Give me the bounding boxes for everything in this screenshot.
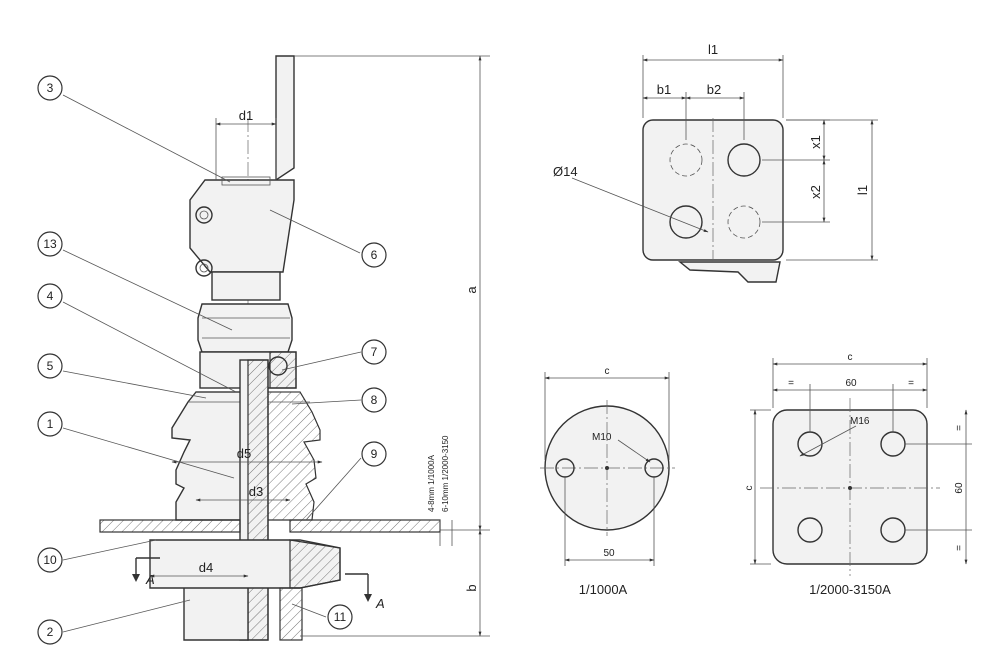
x1-label: x1 (808, 135, 823, 149)
hole-diameter-label: Ø14 (553, 164, 578, 179)
svg-text:5: 5 (47, 359, 54, 373)
hex-nut (197, 303, 293, 353)
l1-top-label: l1 (708, 42, 718, 57)
d5-label: d5 (237, 446, 251, 461)
callout-8: 8 (361, 387, 387, 413)
square-flange-caption: 1/2000-3150A (809, 582, 891, 597)
dimension-wall-gap: 4-8mm 1/1000A 6-10mm 1/2000-3150 (427, 435, 453, 546)
round-c-label: c (605, 366, 610, 377)
dimension-d1: d1 (215, 108, 277, 180)
bushing-section-view: A A d1 d5 d3 d4 (37, 55, 490, 645)
flag-terminal (189, 55, 295, 277)
svg-text:11: 11 (334, 610, 347, 624)
cover-plate (99, 519, 441, 533)
dimension-d4: d4 (149, 560, 249, 578)
round-spacing-label: 50 (603, 548, 615, 559)
dimension-d5: d5 (171, 446, 323, 464)
threaded-stem (211, 271, 281, 301)
callout-leaders (62, 94, 362, 633)
svg-text:13: 13 (43, 237, 57, 251)
square-bolt-label: M16 (850, 416, 870, 427)
terminal-hole-solid-top (727, 143, 761, 177)
section-line-a: A A (132, 557, 385, 611)
d3-label: d3 (249, 484, 263, 499)
gap-2000-label: 6-10mm 1/2000-3150 (441, 435, 450, 512)
svg-text:8: 8 (371, 393, 378, 407)
a-label: a (464, 286, 479, 294)
callout-10: 10 (37, 547, 63, 573)
terminal-hole-solid-bottom (669, 205, 703, 239)
round-bolt-label: M10 (592, 432, 612, 443)
callout-6: 6 (361, 242, 387, 268)
svg-text:2: 2 (47, 625, 54, 639)
callout-1: 1 (37, 411, 63, 437)
l1-side-label: l1 (855, 185, 870, 195)
section-a-right-label: A (375, 596, 385, 611)
gap-1000-label: 4-8mm 1/1000A (427, 454, 436, 512)
square-spacing-side-label: 60 (954, 482, 965, 494)
terminal-plate-foot (678, 261, 781, 283)
callout-7: 7 (361, 339, 387, 365)
callout-11: 11 (327, 604, 353, 630)
callout-9: 9 (361, 441, 387, 467)
callout-5: 5 (37, 353, 63, 379)
terminal-hole-dashed-bottom (727, 205, 761, 239)
svg-text:1: 1 (47, 417, 54, 431)
x2-label: x2 (808, 185, 823, 199)
callout-4: 4 (37, 283, 63, 309)
svg-text:4: 4 (47, 289, 54, 303)
lower-flange (149, 539, 341, 641)
callout-13: 13 (37, 231, 63, 257)
d4-label: d4 (199, 560, 213, 575)
square-c-side-label: c (744, 486, 755, 491)
svg-text:9: 9 (371, 447, 378, 461)
dimension-d3: d3 (195, 484, 291, 502)
b2-label: b2 (707, 82, 721, 97)
svg-text:6: 6 (371, 248, 378, 262)
square-flange-hole-3 (797, 517, 823, 543)
square-eq-1: = (788, 378, 794, 389)
square-eq-3: = (954, 425, 965, 431)
callout-3: 3 (37, 75, 63, 101)
square-spacing-top-label: 60 (845, 378, 857, 389)
svg-text:10: 10 (43, 553, 57, 567)
terminal-hole-dashed-top (669, 143, 703, 177)
svg-text:7: 7 (371, 345, 378, 359)
dimension-a-b: a b (294, 55, 490, 637)
terminal-plate-view: l1 b1 b2 x1 x2 l1 Ø14 (553, 42, 878, 283)
d1-label: d1 (239, 108, 253, 123)
section-a-left-label: A (145, 572, 155, 587)
round-flange-view: c 50 M10 1/1000A (540, 366, 675, 597)
b-label: b (464, 584, 479, 591)
square-eq-4: = (954, 545, 965, 551)
square-c-top-label: c (848, 352, 853, 363)
svg-text:3: 3 (47, 81, 54, 95)
round-flange-caption: 1/1000A (579, 582, 628, 597)
b1-label: b1 (657, 82, 671, 97)
square-flange-view: c = 60 = c = 60 = M16 1/2000-3150A (744, 352, 972, 597)
square-eq-2: = (908, 378, 914, 389)
callout-2: 2 (37, 619, 63, 645)
gasket-ring (268, 356, 288, 376)
